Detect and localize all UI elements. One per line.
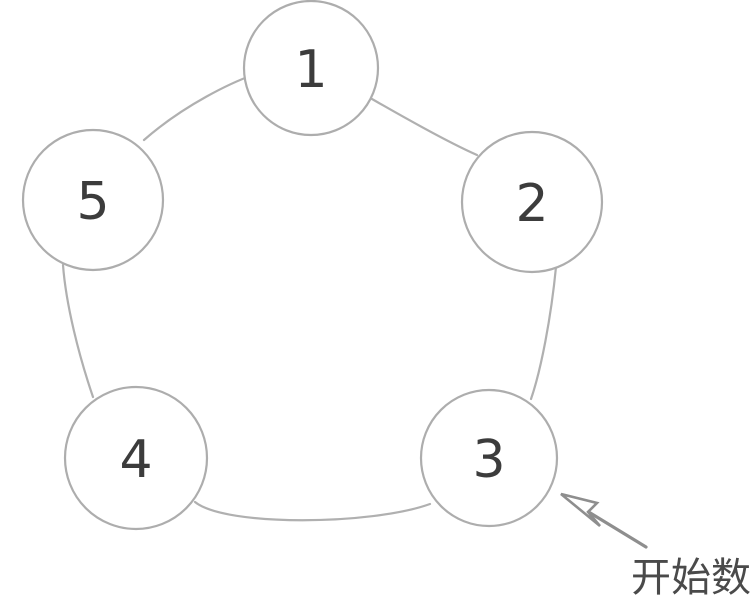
node-3-label: 3 [472, 430, 505, 490]
edge-4-to-5 [61, 263, 95, 399]
node-4-circle[interactable] [63, 385, 209, 531]
node-2-label: 2 [515, 174, 548, 234]
node-4[interactable]: 4 [63, 385, 209, 531]
ring-nodes: 1 2 3 4 5 [21, 0, 604, 531]
arrow-head-outline-icon [560, 492, 601, 528]
node-1-circle[interactable] [242, 0, 380, 137]
edge-3-to-4 [193, 500, 432, 522]
node-3-circle[interactable] [419, 388, 559, 528]
start-annotation-arrow [560, 492, 648, 549]
node-5-label: 5 [76, 172, 109, 232]
edge-2-to-3 [529, 265, 558, 401]
node-3[interactable]: 3 [419, 388, 559, 528]
node-1-label: 1 [294, 40, 327, 100]
node-5[interactable]: 5 [21, 128, 165, 272]
node-5-circle[interactable] [21, 128, 165, 272]
edge-5-to-1 [142, 73, 255, 142]
node-2-circle[interactable] [460, 130, 604, 274]
node-1[interactable]: 1 [242, 0, 380, 137]
edge-1-to-2 [370, 97, 479, 157]
arrow-shaft-line [585, 509, 648, 549]
node-2[interactable]: 2 [460, 130, 604, 274]
start-annotation-label: 开始数 [631, 555, 751, 601]
node-4-label: 4 [119, 430, 152, 490]
